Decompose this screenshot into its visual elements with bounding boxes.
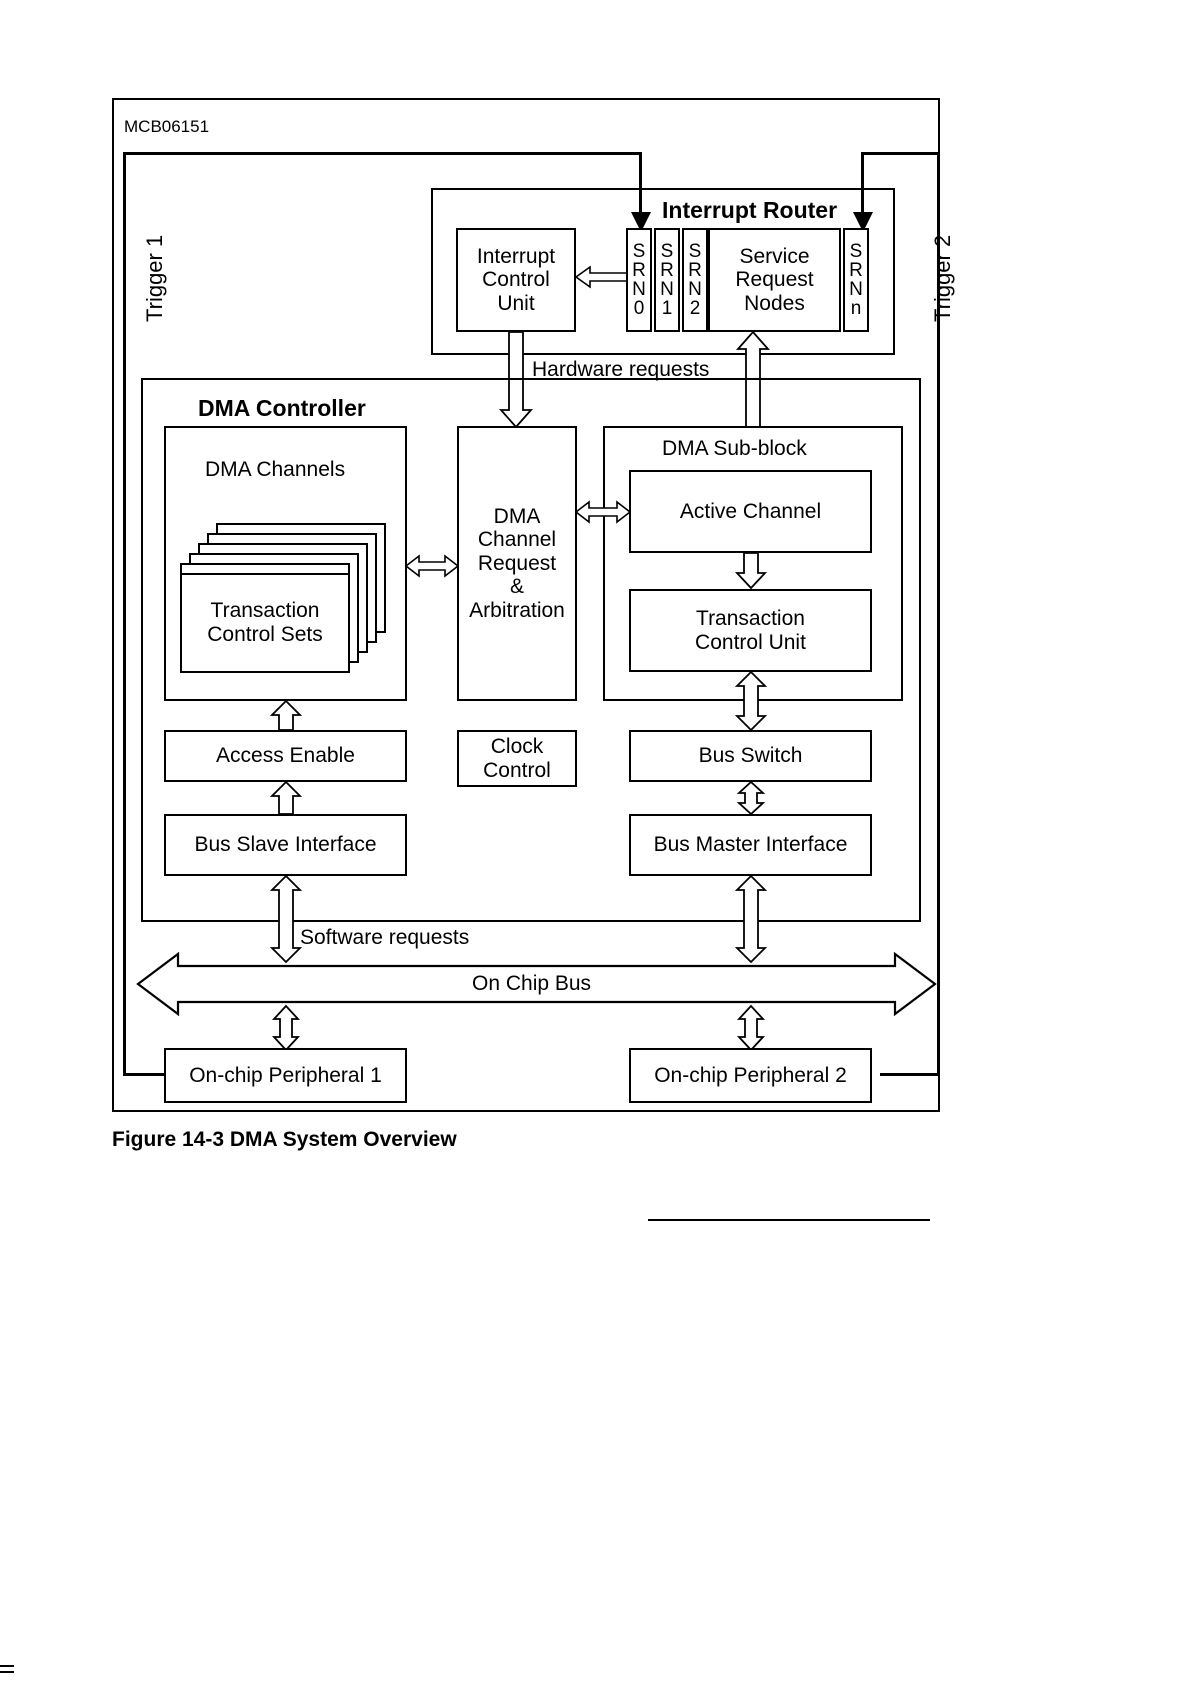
channels-to-arbitration-arrow-icon xyxy=(404,554,460,578)
transaction-control-unit-block: Transaction Control Unit xyxy=(629,589,872,672)
active-channel-label: Active Channel xyxy=(679,499,822,523)
srn2-node: S R N 2 xyxy=(682,228,708,332)
on-chip-peripheral-2-label: On-chip Peripheral 2 xyxy=(654,1063,847,1087)
arbitration-to-active-channel-arrow-icon xyxy=(574,500,632,524)
srn-to-icu-arrow-icon xyxy=(574,265,629,289)
srnn-letter-2: N xyxy=(849,279,863,300)
trigger2-bottom-horizontal xyxy=(880,1073,940,1076)
transaction-control-sets-block: Transaction Control Sets xyxy=(180,573,350,673)
srn1-letter-0: S xyxy=(660,241,674,262)
bus-slave-interface-block: Bus Slave Interface xyxy=(164,814,407,876)
srn2-letter-1: R xyxy=(688,260,702,281)
bus-switch-to-master-arrow-icon xyxy=(736,780,766,816)
access-enable-block: Access Enable xyxy=(164,730,407,782)
bus-master-interface-label: Bus Master Interface xyxy=(653,833,848,857)
trigger2-down-to-srnn xyxy=(861,152,864,218)
srn1-letter-2: N xyxy=(660,279,674,300)
interrupt-control-unit-block: Interrupt Control Unit xyxy=(456,228,576,332)
footnote-rule xyxy=(648,1219,930,1221)
clock-control-line-0: Clock xyxy=(490,734,544,758)
active-channel-to-tcu-arrow-icon xyxy=(734,552,768,590)
slave-to-access-enable-arrow-icon xyxy=(269,780,303,815)
srnn-node: S R N n xyxy=(843,228,869,332)
service-request-nodes-line-2: Nodes xyxy=(744,291,805,315)
trigger2-label: Trigger 2 xyxy=(930,234,955,322)
srn2-letter-3: 2 xyxy=(689,298,701,319)
dma-controller-title: DMA Controller xyxy=(198,395,366,421)
service-request-nodes-line-1: Request xyxy=(735,268,814,292)
srn0-letter-1: R xyxy=(632,260,646,281)
page-edge-mark-2 xyxy=(0,1671,14,1673)
srnn-letter-0: S xyxy=(849,241,863,262)
srn1-letter-1: R xyxy=(660,260,674,281)
on-chip-bus-arrow-icon xyxy=(136,951,937,1017)
srn2-letter-0: S xyxy=(688,241,702,262)
dma-channels-title: DMA Channels xyxy=(205,458,346,481)
tcu-to-bus-switch-arrow-icon xyxy=(734,670,768,732)
dma-channel-request-arbitration-block: DMA Channel Request & Arbitration xyxy=(457,426,577,701)
service-request-nodes-block: Service Request Nodes xyxy=(708,228,841,332)
bus-slave-interface-label: Bus Slave Interface xyxy=(194,833,377,857)
trigger2-arrowhead-icon xyxy=(853,212,873,232)
clock-control-block: Clock Control xyxy=(457,730,577,787)
interrupt-router-frame xyxy=(431,188,895,355)
access-enable-label: Access Enable xyxy=(216,744,355,768)
trigger2-vertical-rail xyxy=(937,152,940,1075)
trigger1-top-horizontal xyxy=(123,152,642,155)
master-to-bus-arrow-icon xyxy=(734,874,768,964)
bus-master-interface-block: Bus Master Interface xyxy=(629,814,872,876)
srn0-letter-3: 0 xyxy=(633,298,645,319)
arbitration-line-2: Request xyxy=(477,551,557,575)
on-chip-bus-label: On Chip Bus xyxy=(472,972,592,995)
software-requests-arrow-icon xyxy=(269,874,303,964)
active-channel-block: Active Channel xyxy=(629,470,872,553)
arbitration-line-0: DMA xyxy=(493,504,541,528)
transaction-control-sets-line-1: Control Sets xyxy=(207,623,323,646)
interrupt-control-unit-line-0: Interrupt xyxy=(476,244,556,268)
srn2-letter-2: N xyxy=(688,279,702,300)
access-enable-to-channels-arrow-icon xyxy=(269,699,303,731)
transaction-control-unit-line-0: Transaction xyxy=(696,606,805,630)
arbitration-line-3: & xyxy=(509,575,524,599)
interrupt-control-unit-line-2: Unit xyxy=(497,291,535,315)
clock-control-line-1: Control xyxy=(483,758,551,782)
trigger1-arrowhead-icon xyxy=(631,212,651,232)
service-request-nodes-line-0: Service xyxy=(739,244,810,268)
srn1-letter-3: 1 xyxy=(661,298,673,319)
hardware-requests-label: Hardware requests xyxy=(532,358,710,381)
srn0-node: S R N 0 xyxy=(626,228,652,332)
srn0-letter-0: S xyxy=(632,241,646,262)
arbitration-line-1: Channel xyxy=(477,528,557,552)
srnn-letter-3: n xyxy=(850,298,862,319)
software-requests-label: Software requests xyxy=(300,926,470,949)
on-chip-peripheral-1-block: On-chip Peripheral 1 xyxy=(164,1048,407,1103)
interrupt-router-title: Interrupt Router xyxy=(662,197,838,223)
on-chip-peripheral-2-block: On-chip Peripheral 2 xyxy=(629,1048,872,1103)
interrupt-control-unit-line-1: Control xyxy=(482,268,550,292)
trigger1-vertical-rail xyxy=(123,152,126,1075)
bus-switch-label: Bus Switch xyxy=(698,744,803,768)
trigger1-down-to-srn0 xyxy=(639,152,642,218)
dma-controller-frame xyxy=(141,378,921,922)
trigger1-bottom-horizontal xyxy=(123,1073,168,1076)
srn0-letter-2: N xyxy=(632,279,646,300)
bus-switch-block: Bus Switch xyxy=(629,730,872,782)
on-chip-peripheral-1-label: On-chip Peripheral 1 xyxy=(189,1063,382,1087)
transaction-control-unit-line-1: Control Unit xyxy=(695,630,806,654)
transaction-control-sets-line-0: Transaction xyxy=(210,599,320,623)
trigger2-top-horizontal xyxy=(861,152,939,155)
figure-caption: Figure 14-3 DMA System Overview xyxy=(112,1128,457,1151)
srnn-letter-1: R xyxy=(849,260,863,281)
dma-sub-block-title: DMA Sub-block xyxy=(662,437,807,460)
figure-id-label: MCB06151 xyxy=(124,117,210,136)
bus-to-peripheral2-arrow-icon xyxy=(736,1004,766,1052)
trigger1-label: Trigger 1 xyxy=(142,234,167,322)
srn1-node: S R N 1 xyxy=(654,228,680,332)
bus-to-peripheral1-arrow-icon xyxy=(271,1004,301,1052)
page-edge-mark xyxy=(0,1665,14,1667)
arbitration-line-4: Arbitration xyxy=(469,598,565,622)
